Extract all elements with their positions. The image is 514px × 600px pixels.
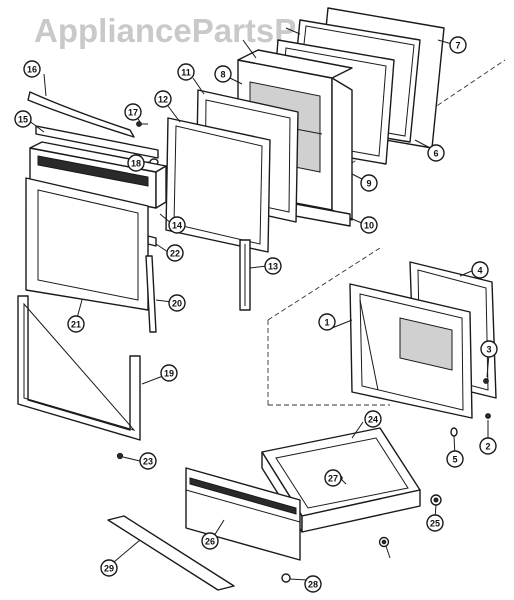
callout-number: 19 xyxy=(164,369,174,379)
callout-number: 2 xyxy=(485,442,490,452)
screw-22 xyxy=(116,452,124,460)
callout-number: 15 xyxy=(18,115,28,125)
callout-25: 25 xyxy=(426,514,444,532)
callout-labels: 1234567891011121314151617181920212223242… xyxy=(14,36,498,593)
callout-13: 13 xyxy=(264,257,282,275)
callout-10: 10 xyxy=(360,216,378,234)
callout-14: 14 xyxy=(168,216,186,234)
callout-5: 5 xyxy=(446,450,464,468)
door-glass-21 xyxy=(147,235,157,247)
callout-number: 22 xyxy=(170,249,180,259)
callout-20: 20 xyxy=(168,294,186,312)
callout-number: 11 xyxy=(181,68,191,78)
callout-19: 19 xyxy=(160,364,178,382)
door-handle-15 xyxy=(27,91,135,138)
handle-screw-16 xyxy=(136,121,148,127)
callout-24: 24 xyxy=(364,410,382,428)
callout-22: 22 xyxy=(166,244,184,262)
callout-number: 13 xyxy=(268,262,278,272)
callout-12: 12 xyxy=(154,90,172,108)
screw-27 xyxy=(281,573,291,583)
callout-number: 12 xyxy=(158,95,168,105)
callout-2: 2 xyxy=(479,437,497,455)
callout-17: 17 xyxy=(124,103,142,121)
kick-panel-28 xyxy=(107,515,235,591)
callout-27: 27 xyxy=(324,469,342,487)
callout-4: 4 xyxy=(471,261,489,279)
callout-number: 29 xyxy=(104,564,114,574)
callout-number: 7 xyxy=(455,41,460,51)
callout-28: 28 xyxy=(304,575,322,593)
plug-5 xyxy=(450,427,458,437)
inner-door-1 xyxy=(349,283,473,419)
callout-18: 18 xyxy=(127,154,145,172)
callout-number: 14 xyxy=(172,221,182,231)
door-side-trim-19 xyxy=(145,255,157,333)
callout-21: 21 xyxy=(67,315,85,333)
callout-1: 1 xyxy=(318,313,336,331)
callout-number: 24 xyxy=(368,415,378,425)
callout-number: 17 xyxy=(128,108,138,118)
callout-3: 3 xyxy=(480,340,498,358)
callout-number: 23 xyxy=(143,457,153,467)
callout-15: 15 xyxy=(14,110,32,128)
drawer-roller-24 xyxy=(430,494,442,506)
callout-number: 1 xyxy=(324,318,329,328)
callout-number: 20 xyxy=(172,299,182,309)
callout-number: 10 xyxy=(364,221,374,231)
callout-number: 8 xyxy=(220,70,225,80)
callout-number: 25 xyxy=(430,519,440,529)
drawer-front-25 xyxy=(185,467,301,561)
callout-number: 16 xyxy=(27,65,37,75)
callout-9: 9 xyxy=(360,174,378,192)
callout-7: 7 xyxy=(449,36,467,54)
screw-2 xyxy=(485,413,491,419)
trim-strip-14 xyxy=(35,125,159,159)
callout-23: 23 xyxy=(139,452,157,470)
door-hinge-channel-12 xyxy=(239,239,251,311)
callout-11: 11 xyxy=(177,63,195,81)
callout-number: 6 xyxy=(433,149,438,159)
callout-number: 28 xyxy=(308,580,318,590)
callout-number: 3 xyxy=(486,345,491,355)
door-liner-frame-18 xyxy=(17,295,141,441)
callout-number: 4 xyxy=(477,266,482,276)
callout-number: 27 xyxy=(328,474,338,484)
callout-number: 26 xyxy=(205,537,215,547)
callout-number: 5 xyxy=(452,455,457,465)
roller-29 xyxy=(378,536,390,548)
callout-29: 29 xyxy=(100,559,118,577)
callout-26: 26 xyxy=(201,532,219,550)
callout-number: 21 xyxy=(71,320,81,330)
outer-door-panel-20 xyxy=(25,177,149,311)
callout-number: 9 xyxy=(366,179,371,189)
callout-8: 8 xyxy=(214,65,232,83)
callout-6: 6 xyxy=(427,144,445,162)
screw-3 xyxy=(483,378,489,384)
callout-number: 18 xyxy=(131,159,141,169)
callout-16: 16 xyxy=(23,60,41,78)
